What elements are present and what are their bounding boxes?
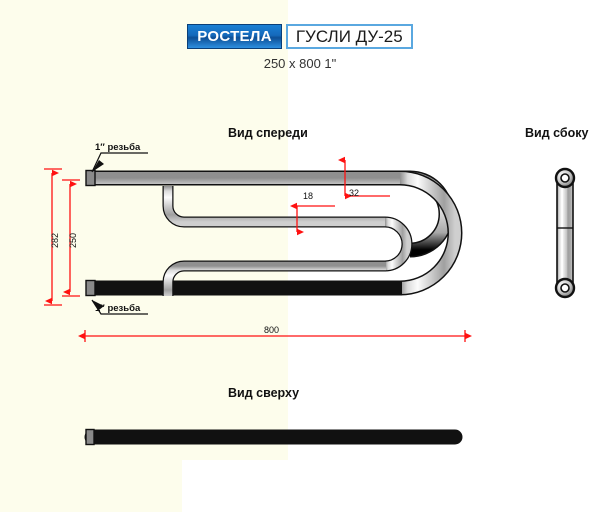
dimension-label-250: 250	[68, 232, 78, 248]
dimension-282	[44, 168, 62, 306]
view-title-side: Вид сбоку	[525, 126, 589, 140]
callout-thread-top: 1″ резьба	[95, 142, 141, 153]
side-view-pipe	[554, 167, 576, 299]
dimension-label-32: 32	[349, 188, 360, 198]
brand-row: РОСТЕЛА ГУСЛИ ДУ-25	[187, 24, 413, 49]
front-view-pipe	[85, 169, 463, 297]
callout-thread-bottom: 1″ резьба	[95, 303, 141, 314]
top-view-pipe	[84, 428, 463, 446]
background-panel	[0, 0, 182, 512]
model-badge: ГУСЛИ ДУ-25	[285, 24, 413, 49]
dimension-32	[338, 156, 390, 200]
brand-badge: РОСТЕЛА	[187, 24, 282, 49]
dimension-label-18: 18	[303, 191, 314, 201]
dimension-18	[290, 202, 335, 236]
dimension-250	[62, 179, 80, 297]
header: РОСТЕЛА ГУСЛИ ДУ-25 250 x 800 1"	[0, 24, 600, 71]
dimension-label-800: 800	[264, 325, 280, 335]
view-title-top: Вид сверху	[228, 386, 300, 400]
view-title-front: Вид спереди	[228, 126, 308, 140]
dimension-label-282: 282	[50, 232, 60, 248]
dimension-800	[78, 330, 472, 342]
size-label: 250 x 800 1"	[263, 56, 337, 71]
